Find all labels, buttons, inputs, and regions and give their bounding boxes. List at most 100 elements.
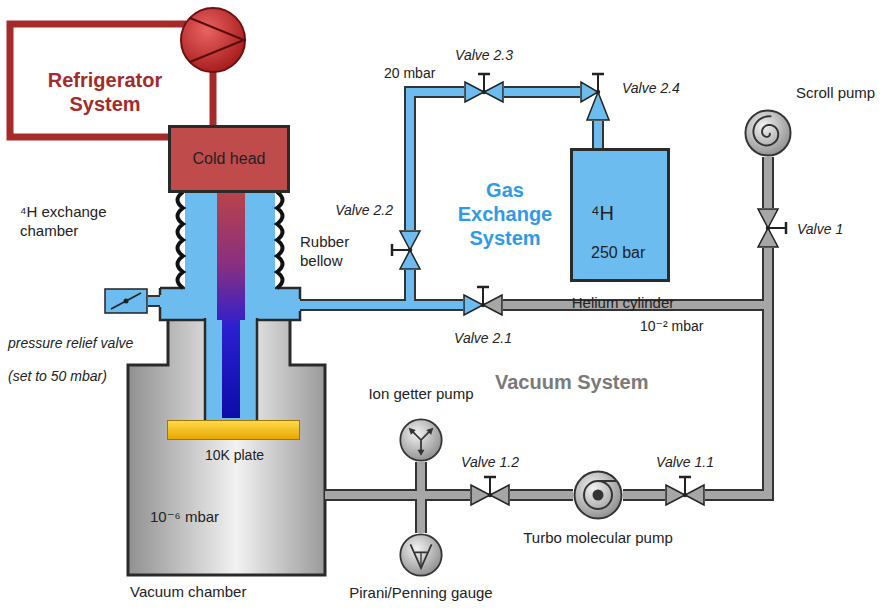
pressure-gauge-symbol xyxy=(399,533,443,577)
pipe-outline xyxy=(410,92,464,230)
pipe-outline xyxy=(300,270,410,305)
node-text: ⁴H xyxy=(591,202,614,224)
compressor-symbol xyxy=(181,8,245,72)
node-text-box: Ion getter pump xyxy=(321,384,521,403)
turbo-pump: Turbo molecular pump xyxy=(573,470,623,520)
pipe-outline xyxy=(510,489,573,501)
pipe xyxy=(705,248,768,495)
system-title-box: Refrigerator System xyxy=(30,68,180,116)
pressure-gauge: Pirani/Penning gauge xyxy=(399,533,443,577)
cold-finger xyxy=(217,193,245,418)
turbo-pump-symbol xyxy=(573,470,623,520)
exchange-chamber: ⁴H exchange chamber xyxy=(160,190,300,320)
system-title: Gas Exchange System xyxy=(458,179,552,249)
node-text: 250 bar xyxy=(591,244,645,261)
node-text: Valve 1 xyxy=(797,221,843,237)
node-text-box: Valve 2.2 xyxy=(323,200,393,219)
node-text: Valve 1.1 xyxy=(656,454,714,470)
valve-symbol xyxy=(463,294,503,316)
pipe xyxy=(148,297,160,305)
pipe-outline xyxy=(325,495,421,533)
pipe-outline xyxy=(148,295,160,307)
node-text-box: Turbo molecular pump xyxy=(498,528,698,547)
system-title-box: Vacuum System xyxy=(495,370,665,394)
scroll-pump: Scroll pump xyxy=(744,109,792,157)
pipe xyxy=(504,88,580,96)
pressure-label: 20 mbar xyxy=(384,65,435,81)
node-text: 10⁻⁶ mbar xyxy=(150,508,219,525)
ion-getter-pump-symbol xyxy=(399,418,443,462)
node-text: Helium cylinder xyxy=(572,294,675,311)
ion-getter-pump: Ion getter pump xyxy=(399,418,443,462)
pipe xyxy=(503,305,768,495)
node-text-box: Valve 2.3 xyxy=(434,45,534,64)
system-title: Vacuum System xyxy=(495,371,648,393)
pressure-label: 10⁻² mbar xyxy=(640,318,703,334)
node-text-box: Valve 1 xyxy=(797,219,877,238)
cold-plate: 10K plate xyxy=(167,420,300,440)
part-label: Rubber bellow xyxy=(300,233,349,269)
node-text-box: Scroll pump xyxy=(796,83,891,102)
helium-cylinder: ⁴H250 barHelium cylinder xyxy=(570,148,670,282)
relief-valve-symbol xyxy=(104,288,148,314)
node-text: 10K plate xyxy=(205,447,264,463)
node-text-box: ⁴H xyxy=(591,201,651,225)
pipe-outline xyxy=(705,248,768,495)
pipe-outline xyxy=(503,305,768,495)
node-text: Cold head xyxy=(193,149,266,168)
node-text: Valve 1.2 xyxy=(461,454,519,470)
pipe xyxy=(510,491,573,499)
scroll-pump-symbol xyxy=(744,109,792,157)
pipe xyxy=(325,495,421,533)
node-text-box: Cold head xyxy=(171,128,287,190)
pipe xyxy=(410,92,464,230)
pressure-label-box: 20 mbar xyxy=(384,63,464,82)
pipe xyxy=(300,270,410,305)
pipe-outline xyxy=(762,157,774,208)
node-text-box: 10⁻⁶ mbar xyxy=(150,507,270,526)
node-text-box: Vacuum chamber xyxy=(130,582,290,601)
node-text-box: Valve 1.1 xyxy=(635,452,735,471)
node-text: Valve 2.3 xyxy=(455,47,513,63)
node-text-box: Valve 1.2 xyxy=(440,452,540,471)
valve-symbol: Valve 2.4 xyxy=(580,81,616,121)
node-text: (set to 50 mbar) xyxy=(8,368,107,384)
pipe-outline-group xyxy=(148,92,768,533)
node-text: Vacuum chamber xyxy=(130,583,246,600)
valve-symbol xyxy=(399,230,421,270)
node-text-box: pressure relief valve xyxy=(8,333,178,352)
node-text: Valve 2.2 xyxy=(335,202,393,218)
valve-symbol xyxy=(757,208,779,248)
node-text: Valve 2.4 xyxy=(622,80,680,96)
pressure-label-box: 10⁻² mbar xyxy=(640,316,740,335)
pipe-outline xyxy=(592,121,604,148)
rubber-bellow xyxy=(277,192,283,288)
valve-symbol: Valve 2.2 xyxy=(399,230,421,270)
valve-symbol xyxy=(580,81,616,121)
node-text: pressure relief valve xyxy=(8,335,133,351)
pipe xyxy=(594,121,602,148)
pipe-outline xyxy=(504,86,580,98)
pipe xyxy=(325,462,421,495)
pipe-group xyxy=(148,92,768,533)
node-text-box: 250 bar xyxy=(591,243,667,262)
refrigerator-line xyxy=(10,24,186,137)
cold-head-box: Cold head xyxy=(168,125,290,193)
compressor-symbol xyxy=(190,18,244,62)
node-text-box: Valve 2.4 xyxy=(622,78,702,97)
node-text: Valve 2.1 xyxy=(454,330,512,346)
part-label-box: Rubber bellow xyxy=(300,232,360,270)
pipe xyxy=(764,157,772,208)
valve-symbol: Valve 2.1 xyxy=(463,294,503,316)
valve-symbol: Valve 1 xyxy=(757,208,779,248)
pipe xyxy=(623,491,665,499)
node-text-box: Helium cylinder xyxy=(553,293,693,312)
node-text-box: 10K plate xyxy=(168,445,301,464)
node-text-box: Valve 2.1 xyxy=(433,328,533,347)
valve-symbol xyxy=(470,484,510,506)
node-text-box: (set to 50 mbar) xyxy=(8,366,178,385)
vacuum-chamber: 10⁻⁶ mbarVacuum chamber10K plate xyxy=(128,365,325,575)
valve-symbol: Valve 1.1 xyxy=(665,484,705,506)
valve-symbol xyxy=(665,484,705,506)
